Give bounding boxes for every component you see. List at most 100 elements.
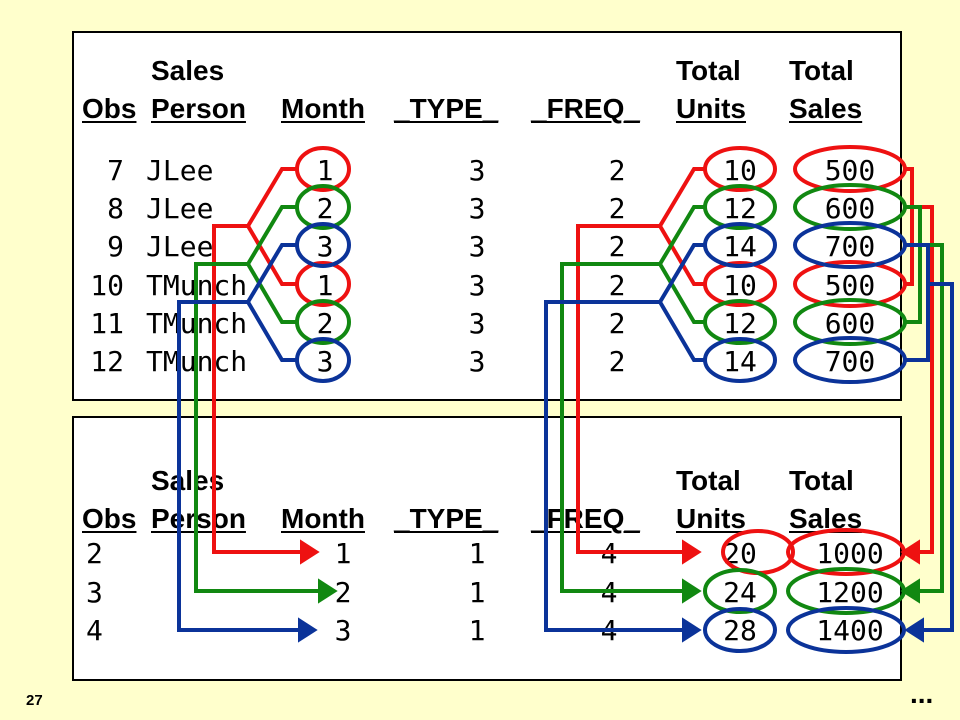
out-header-total-units-line1: Total (676, 465, 741, 496)
units-cell: 10 (723, 154, 757, 187)
person-cell: JLee (146, 192, 214, 225)
header-month: Month (281, 93, 365, 124)
sales-1-arrowhead (900, 539, 920, 565)
units-circle-row7 (703, 146, 777, 192)
sales-total-circle-month3 (786, 606, 906, 654)
units-circle-row8 (703, 184, 777, 230)
type-cell: 3 (468, 345, 486, 378)
out-header-type: _TYPE_ (394, 503, 499, 534)
units-cell: 14 (723, 345, 757, 378)
type-cell: 3 (468, 230, 486, 263)
out-header-total-sales-line2: Sales (789, 503, 863, 534)
month-1-circle-row10 (295, 261, 351, 307)
sales-cell: 500 (824, 269, 876, 302)
units-cell: 28 (723, 614, 757, 647)
month-1-route (212, 224, 306, 554)
month-2-circle-row11 (295, 299, 351, 345)
units-circle-row12 (703, 337, 777, 383)
month-cell: 2 (316, 192, 334, 225)
units-cell: 12 (723, 307, 757, 340)
units-cell: 14 (723, 230, 757, 263)
sales-cell: 700 (824, 345, 876, 378)
month-cell: 3 (316, 345, 334, 378)
month-3-circle-row9 (295, 222, 351, 268)
units-total-circle-month2 (703, 568, 777, 614)
out-header-total-units-line2: Units (676, 503, 746, 534)
obs-cell: 4 (86, 614, 103, 647)
out-header-month: Month (281, 503, 365, 534)
sales-2-arrowhead (900, 578, 920, 604)
month-1-arrowhead (300, 539, 320, 565)
units-3-route (544, 300, 688, 632)
out-header-sales-person-line2: Person (151, 503, 246, 534)
sales-total-circle-month1 (786, 528, 906, 576)
sales-3-arrowhead (904, 617, 924, 643)
obs-cell: 3 (86, 576, 103, 609)
header-freq: _FREQ_ (531, 93, 640, 124)
freq-cell: 2 (608, 230, 626, 263)
sales-cell: 500 (824, 154, 876, 187)
header-sales-person-line1: Sales (151, 55, 225, 86)
units-total-circle-month1 (721, 529, 795, 575)
type-cell: 1 (468, 537, 486, 570)
header-obs: Obs (82, 93, 137, 124)
month-3-circle-row12 (295, 337, 351, 383)
month-cell: 3 (316, 230, 334, 263)
out-header-sales-person-line1: Sales (151, 465, 225, 496)
freq-cell: 2 (608, 345, 626, 378)
units-total-circle-month3 (703, 607, 777, 653)
sales-cell: 600 (824, 307, 876, 340)
month-3-arrowhead (298, 617, 318, 643)
obs-cell: 7 (107, 154, 124, 187)
out-header-obs: Obs (82, 503, 137, 534)
header-total-sales-line1: Total (789, 55, 854, 86)
month-2-circle-row8 (295, 184, 351, 230)
month-cell: 1 (316, 269, 334, 302)
header-type: _TYPE_ (394, 93, 499, 124)
month-2-route (194, 262, 324, 593)
obs-cell: 11 (90, 307, 124, 340)
header-total-sales-line2: Sales (789, 93, 863, 124)
sales-total-circle-month2 (786, 567, 906, 615)
header-sales-person-line2: Person (151, 93, 246, 124)
month-1-group (212, 145, 934, 576)
month-2-arrowhead (318, 578, 338, 604)
header-total-units-line2: Units (676, 93, 746, 124)
out-header-total-sales-line1: Total (789, 465, 854, 496)
units-circle-row11 (703, 299, 777, 345)
sales-3-route (905, 243, 954, 632)
type-cell: 3 (468, 154, 486, 187)
sales-3-route-join (905, 284, 930, 362)
obs-cell: 8 (107, 192, 124, 225)
header-total-units-line1: Total (676, 55, 741, 86)
continuation-ellipsis: ... (910, 678, 934, 709)
month-cell: 1 (316, 154, 334, 187)
month-3-route (177, 300, 304, 632)
obs-cell: 12 (90, 345, 124, 378)
person-cell: JLee (146, 154, 214, 187)
units-2-route (560, 262, 688, 593)
month-cell: 2 (316, 307, 334, 340)
units-2-arrowhead (682, 578, 702, 604)
sales-cell: 700 (824, 230, 876, 263)
units-1-route (576, 224, 688, 554)
units-circle-row10 (703, 261, 777, 307)
sales-2-route (905, 205, 944, 593)
month-cell: 2 (334, 576, 352, 609)
sales-cell: 1400 (816, 614, 884, 647)
month-1-circle-row7 (295, 146, 351, 192)
units-3-arrowhead (682, 617, 702, 643)
obs-cell: 10 (90, 269, 124, 302)
type-cell: 3 (468, 192, 486, 225)
month-cell: 3 (334, 614, 352, 647)
sales-1-route-join (905, 207, 914, 286)
units-cell: 24 (723, 576, 757, 609)
type-cell: 3 (468, 307, 486, 340)
units-circle-row9 (703, 222, 777, 268)
units-cell: 12 (723, 192, 757, 225)
output-table-panel (72, 416, 902, 681)
person-cell: JLee (146, 230, 214, 263)
type-cell: 3 (468, 269, 486, 302)
sales-2-route-join (905, 245, 922, 324)
